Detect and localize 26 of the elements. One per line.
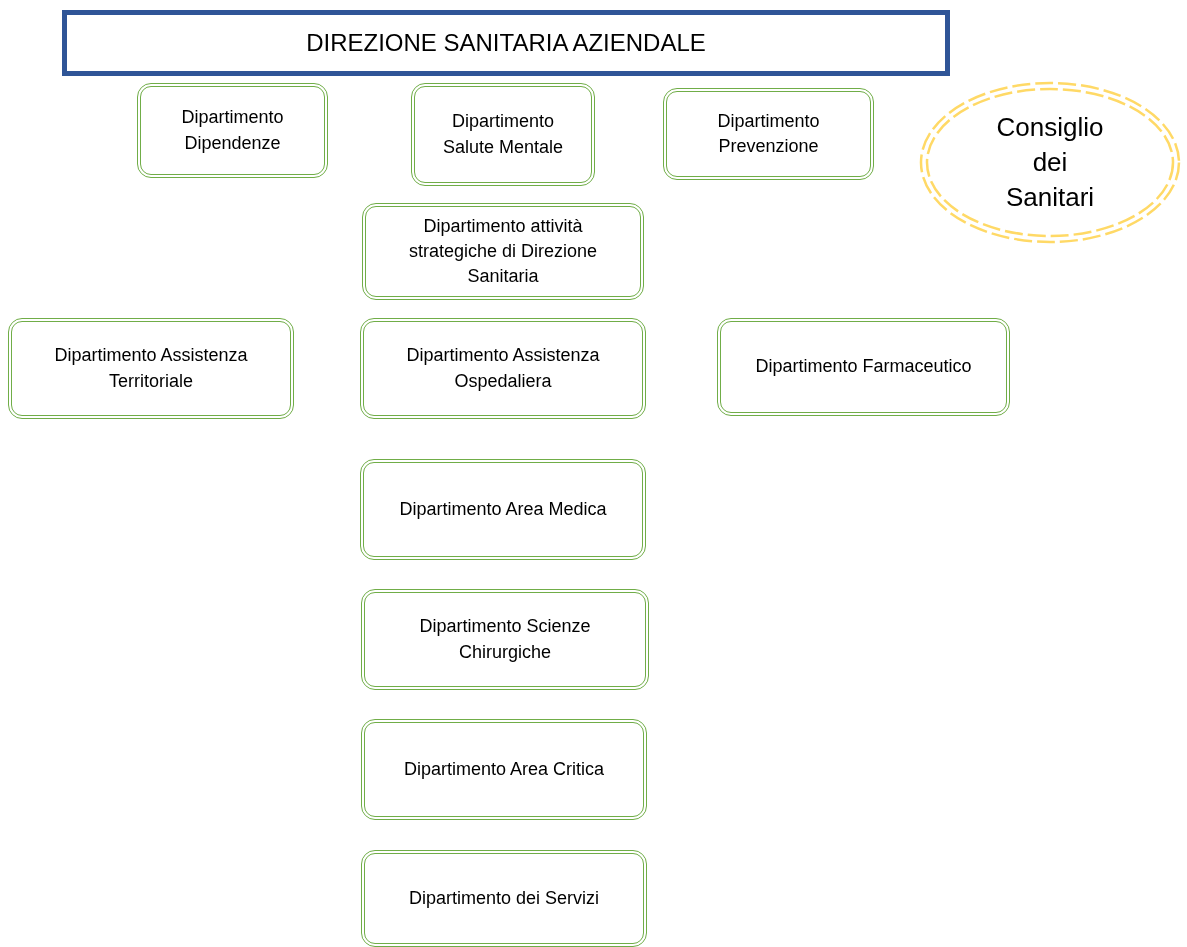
department-name: Dipartimento Area Critica — [403, 757, 605, 781]
department-name: Dipartimento Prevenzione — [716, 109, 821, 158]
department-name: Dipartimento Scienze Chirurgiche — [418, 615, 592, 664]
department-box — [361, 719, 647, 820]
department-box — [663, 88, 874, 180]
department-name: Dipartimento Area Medica — [399, 497, 607, 521]
department-box — [361, 850, 647, 947]
department-name: Dipartimento Farmaceutico — [755, 355, 972, 379]
header-title: DIREZIONE SANITARIA AZIENDALE — [306, 29, 706, 57]
department-name: Dipartimento dei Servizi — [408, 886, 600, 910]
department-name: Dipartimento Salute Mentale — [441, 110, 565, 159]
department-name: Dipartimento Assistenza Territoriale — [53, 344, 249, 393]
department-box — [8, 318, 294, 419]
department-box — [137, 83, 328, 178]
department-box — [360, 318, 646, 419]
header-box — [62, 10, 950, 76]
department-box — [360, 459, 646, 560]
council-ellipse — [918, 80, 1182, 245]
department-box — [411, 83, 595, 186]
department-name: Dipartimento Assistenza Ospedaliera — [405, 344, 601, 393]
department-box — [361, 589, 649, 690]
council-name: Consiglio dei Sanitari — [995, 110, 1105, 215]
department-box — [717, 318, 1010, 416]
department-name: Dipartimento Dipendenze — [180, 106, 285, 155]
department-name: Dipartimento attività strategiche di Direzione Sanitaria — [407, 214, 599, 289]
department-box — [362, 203, 644, 300]
